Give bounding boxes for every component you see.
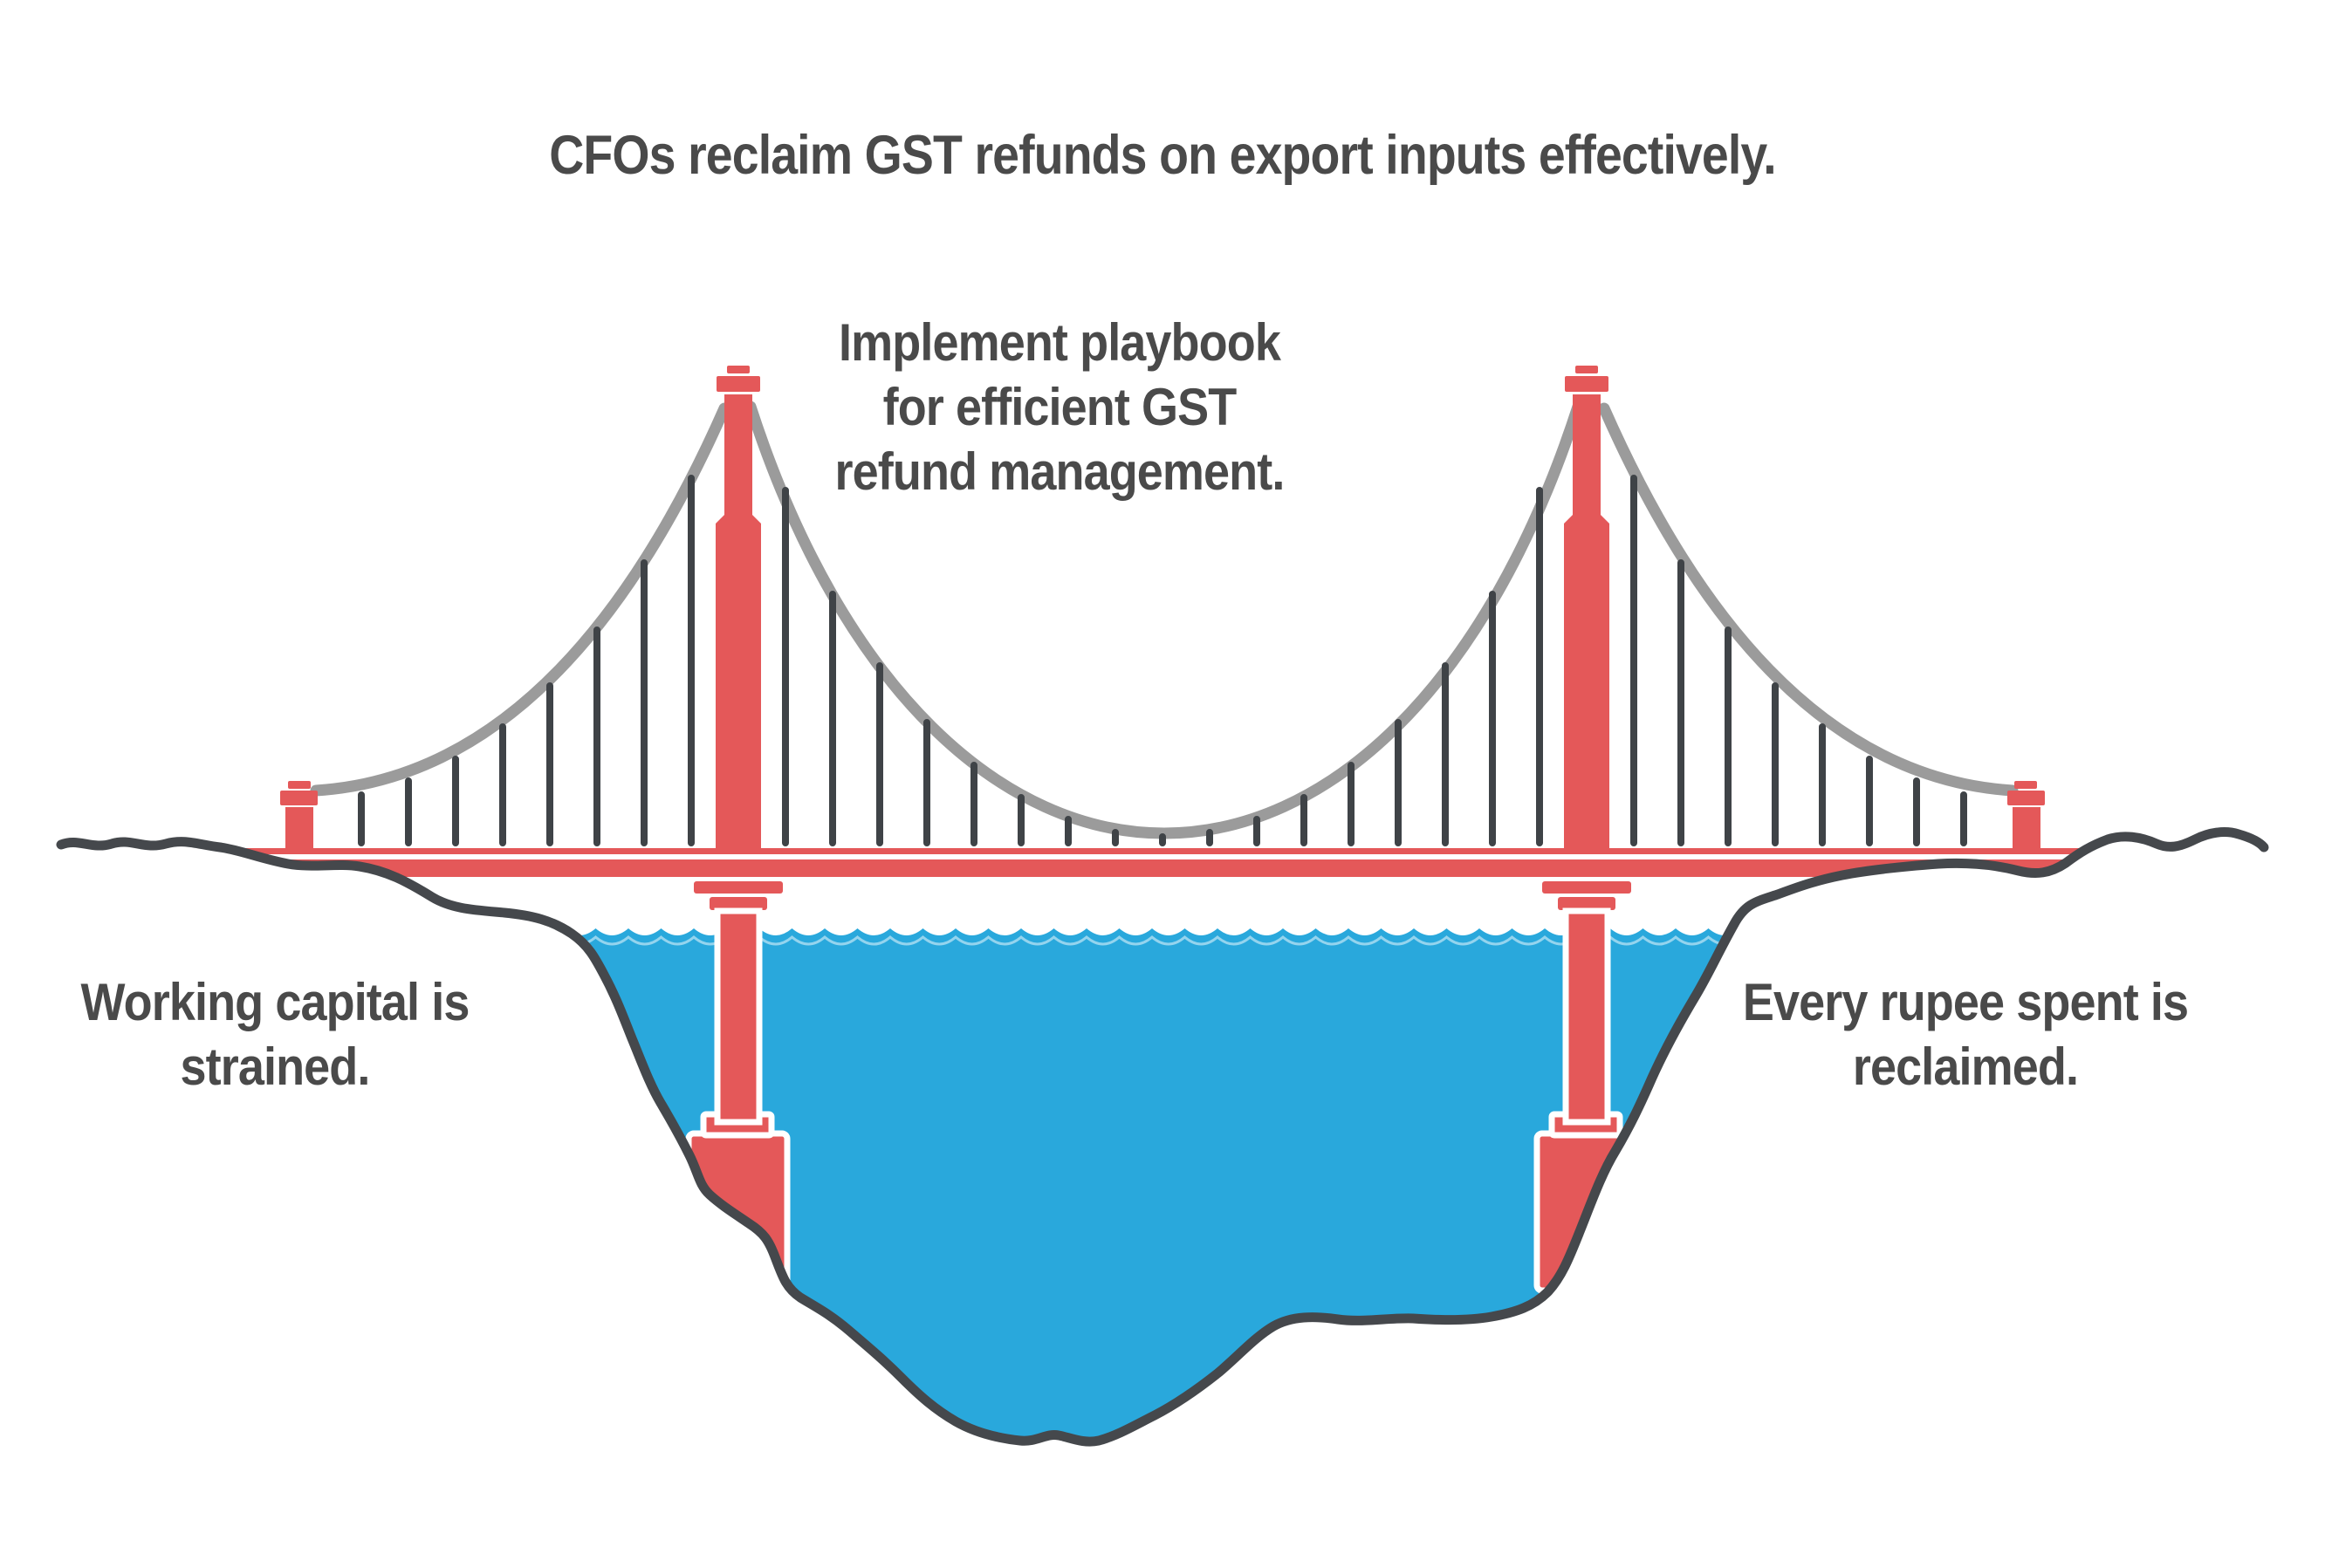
terrain-outline [56,827,2269,1447]
right-anchor-cap [2007,791,2045,805]
right-tower-cap [1565,376,1608,392]
left-caption-line-1: Working capital is [80,973,470,1031]
center-caption: Implement playbook for efficient GST ref… [834,311,1286,504]
left-tower-finial [727,366,750,373]
suspension-cables [310,401,2019,839]
right-anchor-column [2013,807,2040,851]
left-anchor-cap [280,791,318,805]
center-caption-line-2: for efficient GST [882,378,1238,436]
center-caption-line-3: refund management. [834,442,1286,501]
center-caption-line-1: Implement playbook [839,313,1281,372]
right-tower [1564,366,1609,852]
deck-girder-band [220,859,2075,877]
land-mask [61,832,2264,1568]
right-pier-footing-bar-2 [1558,897,1615,910]
bridge-deck [209,848,2079,877]
right-tower-column [1564,394,1609,852]
page-title: CFOs reclaim GST refunds on export input… [549,125,1776,186]
hanger-ropes [358,475,1967,846]
deck-roadway-stripe [209,848,2079,854]
right-tower-finial [1575,366,1598,373]
left-tower-cap [717,376,760,392]
left-anchor-pillar [280,781,318,851]
right-anchor-pillar [2007,781,2045,851]
right-caption-line-2: reclaimed. [1852,1037,2079,1096]
left-pier-column [714,907,763,1126]
right-pier-column [1562,907,1611,1126]
left-anchor-column [285,807,313,851]
left-caption-line-2: strained. [180,1037,371,1096]
left-caption: Working capital is strained. [81,970,470,1099]
right-anchor-finial [2014,781,2037,789]
right-caption-line-1: Every rupee spent is [1742,973,2189,1031]
right-pier-footing-bar-1 [1542,881,1631,894]
left-anchor-finial [288,781,311,789]
left-tower [716,366,761,852]
left-pier-footing-bar-2 [710,897,767,910]
left-pier-footing-bar-1 [694,881,783,894]
right-caption: Every rupee spent is reclaimed. [1742,970,2189,1099]
left-tower-column [716,394,761,852]
